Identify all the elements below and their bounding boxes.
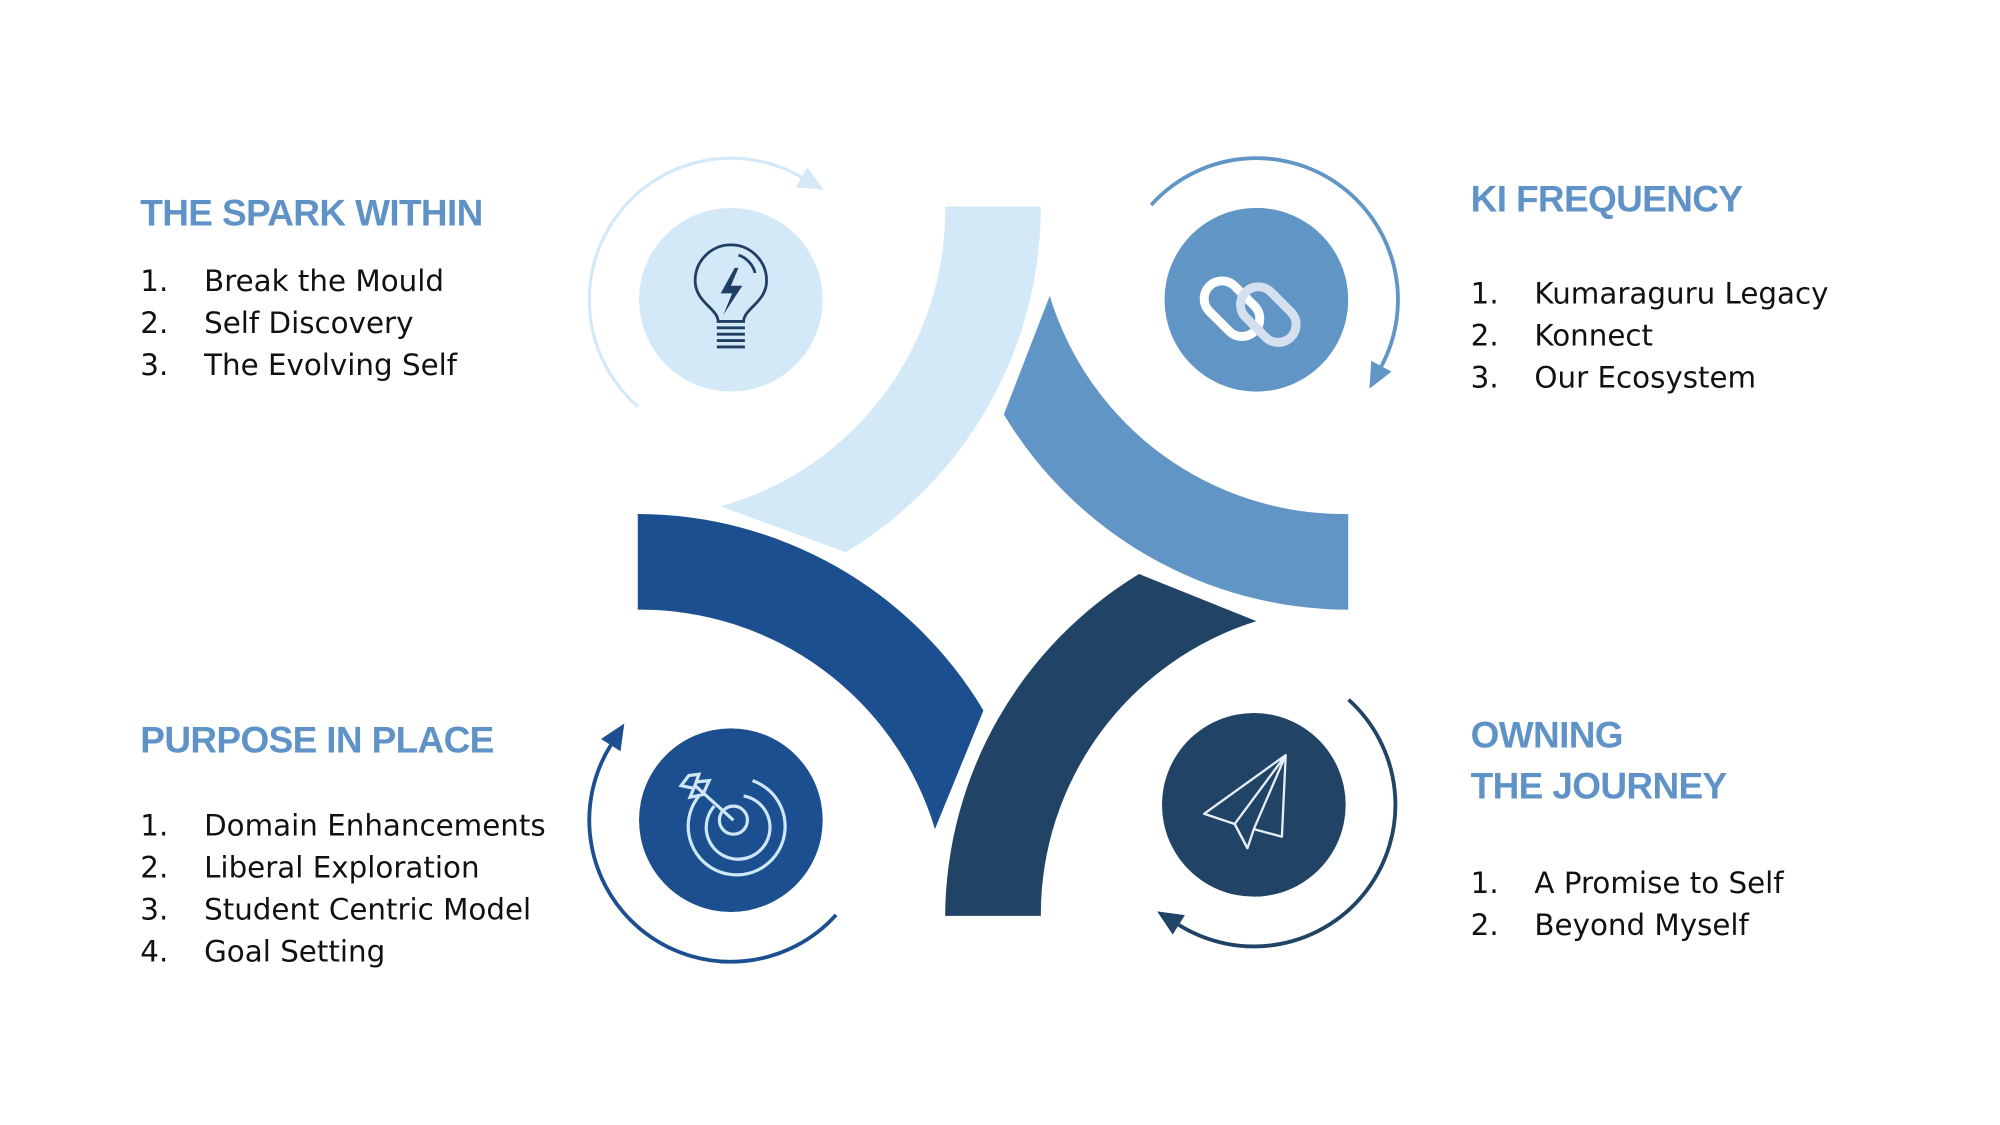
item-number: 3. [140,893,168,927]
item-number: 3. [140,348,168,382]
section-title-line2: THE JOURNEY [1471,765,1728,806]
item-number: 1. [140,264,168,298]
item-number: 2. [140,851,168,885]
section-purpose-in-place: PURPOSE IN PLACE 1. Domain Enhancements … [140,720,545,969]
list-item: A Promise to Self [1534,866,1784,900]
band-spark-within [720,206,1041,553]
list-item: Goal Setting [204,935,385,969]
list-item: Student Centric Model [204,893,531,927]
owning-cycle-arrow [1177,698,1398,949]
arrowhead-icon [1369,360,1392,389]
item-number: 4. [140,935,168,969]
arrowhead-icon [795,167,824,190]
section-ki-frequency: KI FREQUENCY 1. Kumaraguru Legacy 2. Kon… [1471,179,1829,395]
list-item: Liberal Exploration [204,851,479,885]
list-item: Self Discovery [204,306,413,340]
section-title: PURPOSE IN PLACE [140,720,493,761]
section-title: THE SPARK WITHIN [140,193,482,234]
ki-circle [1164,207,1349,392]
paper-plane-icon [1202,753,1287,850]
list-item: Konnect [1534,319,1653,353]
spark-cycle-arrow [587,156,803,408]
owning-circle [1161,713,1346,897]
arrowhead-icon [1157,911,1185,935]
band-purpose-in-place [637,514,984,830]
item-number: 2. [1471,319,1499,353]
target-icon [678,772,787,877]
band-owning-journey [945,573,1257,916]
section-title: KI FREQUENCY [1471,179,1744,220]
list-item: Domain Enhancements [204,808,546,842]
list-item: Break the Mould [204,264,444,298]
item-number: 1. [140,808,168,842]
item-number: 3. [1471,361,1499,395]
item-number: 1. [1471,277,1499,311]
purpose-cycle-arrow [587,744,838,964]
item-number: 2. [1471,908,1499,942]
item-number: 2. [140,306,168,340]
chain-link-icon [1199,276,1301,347]
list-item: Beyond Myself [1534,908,1749,942]
list-item: The Evolving Self [203,348,458,382]
band-ki-frequency [1003,295,1349,610]
arrowhead-icon [601,723,625,752]
purpose-circle [639,728,823,912]
section-owning-the-journey: OWNING THE JOURNEY 1. A Promise to Self … [1471,714,1785,942]
list-item: Kumaraguru Legacy [1534,277,1828,311]
ki-cycle-arrow [1149,156,1400,368]
section-spark-within: THE SPARK WITHIN 1. Break the Mould 2. S… [140,193,483,382]
lightbulb-icon [693,243,768,349]
list-item: Our Ecosystem [1534,361,1756,395]
section-title-line1: OWNING [1471,714,1623,755]
item-number: 1. [1471,866,1499,900]
